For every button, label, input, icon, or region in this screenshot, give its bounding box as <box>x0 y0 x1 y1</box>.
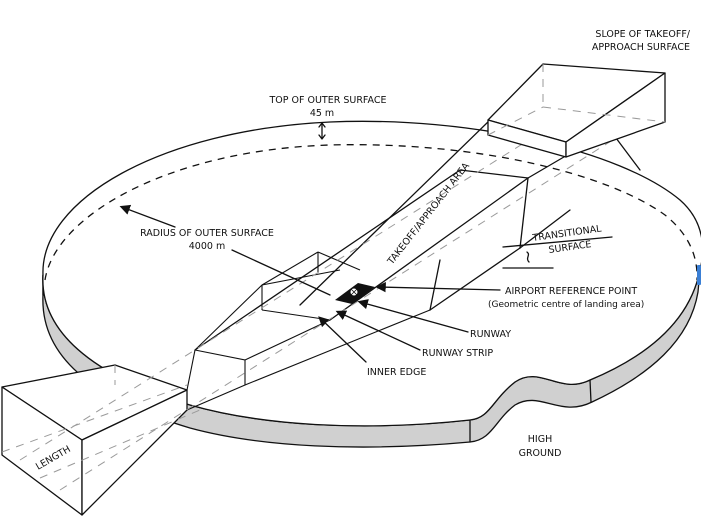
hidden-centerline <box>59 109 661 491</box>
edge-accent-mark <box>697 265 701 285</box>
runway-label: RUNWAY <box>470 329 511 340</box>
arp-label-line2: (Geometric centre of landing area) <box>488 300 644 310</box>
takeoff-area-edge <box>194 169 461 351</box>
strip-edge <box>261 251 319 286</box>
high-ground-label-line2: GROUND <box>519 448 562 459</box>
arp-cross <box>350 288 358 296</box>
takeoff-area-edge <box>519 177 529 249</box>
inner-edge-label: INNER EDGE <box>367 367 426 378</box>
top-outer-label-line2: 45 m <box>310 108 334 119</box>
hidden-line <box>542 106 666 123</box>
takeoff-area-edge <box>519 209 571 249</box>
transitional-upper-line <box>502 236 613 248</box>
top-outer-label-line1: TOP OF OUTER SURFACE <box>269 95 387 106</box>
takeoff-area-edge <box>429 247 521 311</box>
strip-edge <box>244 309 431 386</box>
strip-edge <box>244 319 331 361</box>
outer-surface-rim <box>42 120 701 427</box>
approach-surface-left-lower <box>186 349 246 411</box>
hidden-line <box>487 106 544 136</box>
takeoff-area-edge <box>429 259 441 311</box>
inner-edge-leader <box>318 316 367 363</box>
slope-label-line2: APPROACH SURFACE <box>592 42 690 53</box>
outer-surface-radius-boundary <box>44 144 698 281</box>
radius-leader-2 <box>231 249 331 296</box>
slope-label-line1: SLOPE OF TAKEOFF/ <box>595 29 690 40</box>
takeoff-area-edge <box>329 177 529 321</box>
takeoff-area-edge <box>459 169 529 179</box>
transitional-arrow <box>526 251 530 263</box>
hidden-centerline <box>19 69 641 461</box>
strip-edge <box>317 251 361 271</box>
runway-leader <box>357 299 469 333</box>
takeoff-area-edge <box>299 119 491 306</box>
height-arrow-heads <box>318 122 326 140</box>
hidden-line <box>1 384 188 453</box>
radius-label-line2: 4000 m <box>189 241 225 252</box>
high-ground-label-line1: HIGH <box>528 434 552 445</box>
radius-leader <box>119 204 176 228</box>
radius-label-line1: RADIUS OF OUTER SURFACE <box>140 228 274 239</box>
arp-leader <box>375 281 501 293</box>
arp-label-line1: AIRPORT REFERENCE POINT <box>505 286 637 297</box>
band-edge <box>589 379 592 403</box>
runway-strip-label: RUNWAY STRIP <box>422 348 493 359</box>
runway-strip-leader <box>335 310 421 351</box>
